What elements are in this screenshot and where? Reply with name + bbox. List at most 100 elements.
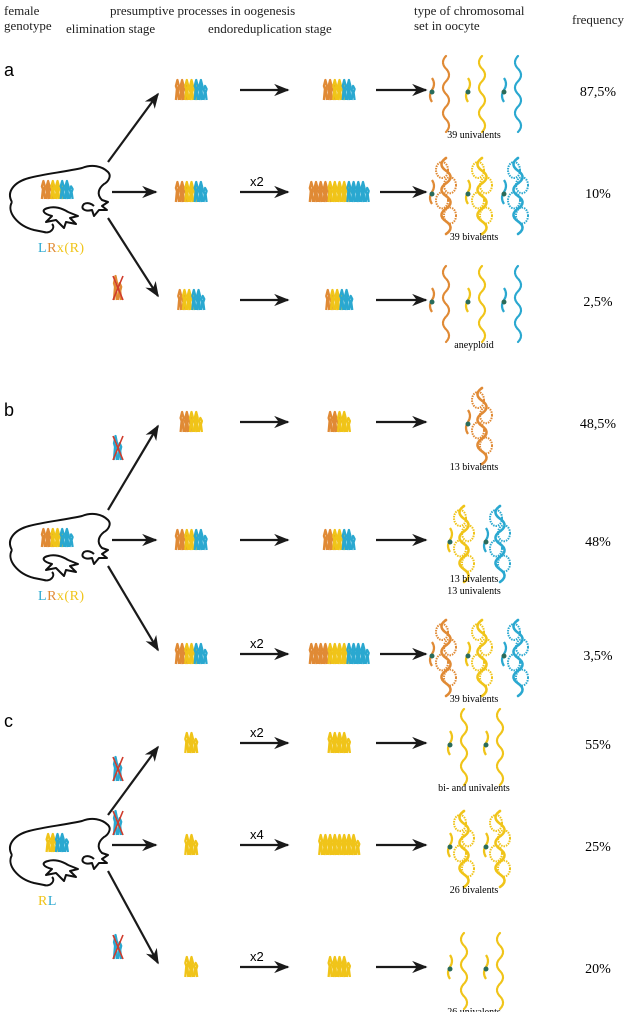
header-chromosomal-line1: type of chromosomal <box>414 3 525 18</box>
after-elimination-set <box>174 642 208 665</box>
oocyte-chromosome-set <box>428 618 529 698</box>
cross-line <box>112 435 124 461</box>
oocyte-type-label: 39 bivalents <box>450 232 499 243</box>
after-elimination-set <box>177 288 206 311</box>
after-endoreduplication-set <box>322 78 356 101</box>
chromosome-icon <box>346 78 356 101</box>
frequency-value: 10% <box>585 187 611 202</box>
genotype-label: LRx(R) <box>38 241 85 256</box>
after-endoreduplication-set <box>318 833 361 856</box>
panel-letter-c: c <box>4 711 13 731</box>
frog-chromosome-set <box>40 527 74 548</box>
frequency-value: 25% <box>585 840 611 855</box>
after-elimination-set <box>184 731 199 754</box>
header-female-line1: female <box>4 3 40 18</box>
oocyte-type-label: 39 univalents <box>447 130 501 141</box>
after-endoreduplication-set <box>327 955 352 978</box>
frequency-value: 87,5% <box>580 85 617 100</box>
oocyte-type-label: 26 bivalents <box>450 885 499 896</box>
frequency-value: 2,5% <box>583 295 613 310</box>
cross-line <box>112 756 124 782</box>
frog-icon-c <box>9 817 111 887</box>
header-female-line2: genotype <box>4 18 52 33</box>
cross-line <box>112 934 124 960</box>
frog-chromosome-set <box>45 832 70 853</box>
after-endoreduplication-set <box>327 410 352 433</box>
chromosome-icon <box>198 642 208 665</box>
genotype-label: LRx(R) <box>38 589 85 604</box>
frequency-value: 20% <box>585 962 611 977</box>
frequency-value: 48,5% <box>580 417 617 432</box>
eliminated-chromosome-icon <box>112 809 124 836</box>
chromosome-icon <box>346 528 356 551</box>
oocyte-type-label: 13 bivalents <box>450 574 499 585</box>
branch-arrow-down <box>107 565 159 652</box>
frog-icon-a <box>9 164 111 234</box>
multiplier-label: x2 <box>250 725 264 740</box>
branch-arrow-up <box>107 745 159 816</box>
frequency-value: 55% <box>585 738 611 753</box>
oocyte-type-label: 39 bivalents <box>450 694 499 705</box>
eliminated-chromosome-icon <box>112 274 124 301</box>
branch-arrow-down <box>107 217 159 298</box>
chromosome-icon <box>64 527 74 548</box>
after-endoreduplication-set <box>325 288 354 311</box>
multiplier-label: x2 <box>250 174 264 189</box>
frog-chromosome-set <box>40 179 74 200</box>
after-endoreduplication-set <box>322 528 356 551</box>
after-elimination-set <box>174 180 208 203</box>
after-elimination-set <box>179 410 204 433</box>
multiplier-label: x2 <box>250 949 264 964</box>
oocyte-chromosome-set <box>464 386 493 466</box>
oocyte-chromosome-set <box>428 264 523 344</box>
chromosome-icon <box>193 410 204 433</box>
frequency-value: 3,5% <box>583 649 613 664</box>
header-chromosomal-set: type of chromosomal set in oocyte <box>414 3 524 33</box>
after-elimination-set <box>184 833 199 856</box>
oocyte-type-label: 13 bivalents <box>450 462 499 473</box>
panel-letter-b: b <box>4 400 14 420</box>
branch-arrow-up <box>107 92 159 163</box>
branch-arrow-down <box>107 870 159 965</box>
chromosome-icon <box>350 833 361 856</box>
header-elimination-stage: elimination stage <box>66 21 156 36</box>
oocyte-chromosome-set <box>446 504 511 584</box>
multiplier-label: x4 <box>250 827 264 842</box>
after-elimination-set <box>184 955 199 978</box>
chromosome-icon <box>360 180 370 203</box>
header-processes: presumptive processes in oogenesis <box>110 3 296 18</box>
eliminated-chromosome-icon <box>112 933 124 960</box>
cross-line <box>112 275 124 301</box>
oocyte-chromosome-set <box>446 707 505 787</box>
eliminated-chromosome-icon <box>112 434 124 461</box>
chromosome-icon <box>198 528 208 551</box>
header-endoreduplication-stage: endoreduplication stage <box>208 21 332 36</box>
after-endoreduplication-set <box>327 731 352 754</box>
after-elimination-set <box>174 78 208 101</box>
after-elimination-set <box>174 528 208 551</box>
oocyte-type-label: 26 univalents <box>447 1007 501 1012</box>
oocyte-chromosome-set <box>446 931 505 1011</box>
chromosome-icon <box>188 955 199 978</box>
after-endoreduplication-set <box>308 180 370 203</box>
chromosome-icon <box>341 955 352 978</box>
chromosome-icon <box>360 642 370 665</box>
multiplier-label: x2 <box>250 636 264 651</box>
oocyte-type-label: bi- and univalents <box>438 783 510 794</box>
after-endoreduplication-set <box>308 642 370 665</box>
oocyte-chromosome-set <box>446 809 511 889</box>
oocyte-type-label: aneyploid <box>454 340 493 351</box>
chromosome-icon <box>188 833 199 856</box>
chromosome-icon <box>59 832 70 853</box>
header-female-genotype: female genotype <box>4 3 52 33</box>
oocyte-type-label: 13 univalents <box>447 586 501 597</box>
chromosome-icon <box>198 180 208 203</box>
frequency-value: 48% <box>585 535 611 550</box>
oocyte-chromosome-set <box>428 156 529 236</box>
oocyte-chromosome-set <box>428 54 523 134</box>
chromosome-icon <box>195 288 206 311</box>
chromosome-icon <box>341 410 352 433</box>
eliminated-chromosome-icon <box>112 755 124 782</box>
genotype-label: RL <box>38 894 57 909</box>
